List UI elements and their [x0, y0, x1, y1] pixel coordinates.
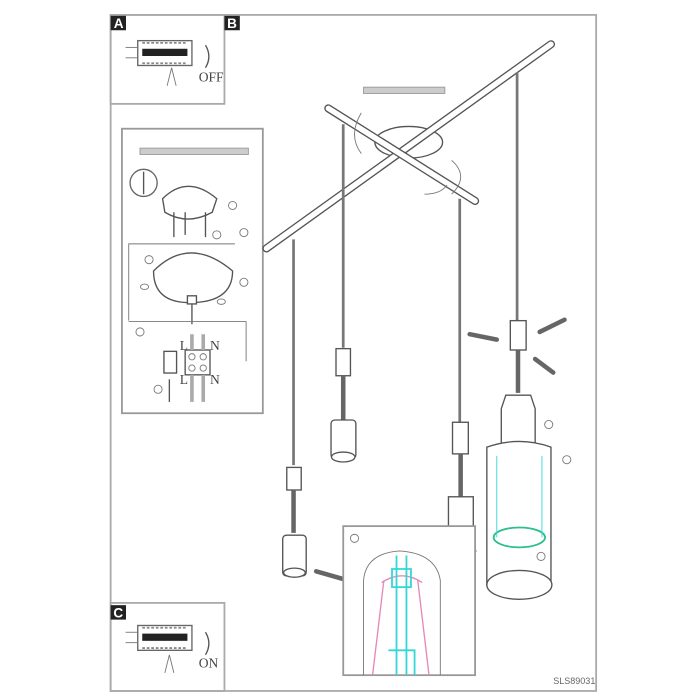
wire-label-neutral-bottom: N: [210, 372, 220, 387]
screwdriver-icon: [164, 654, 175, 674]
rotate-arrow-icon: [204, 44, 210, 69]
panel-c-label: C: [113, 605, 123, 620]
terminal-block-icon: [125, 39, 193, 67]
panel-a-switch-off: A OFF: [109, 13, 226, 105]
wire-label-live-top: L: [180, 338, 188, 353]
switch-on-text: ON: [199, 655, 219, 670]
inset-detail: [342, 525, 476, 677]
wire-label-neutral-top: N: [210, 338, 220, 353]
switch-off-text: OFF: [199, 69, 224, 84]
pendant-fixture: [262, 40, 572, 642]
terminal-block-wiring: [153, 334, 211, 402]
screwdriver-icon: [166, 67, 177, 86]
panel-a-label: A: [114, 16, 124, 31]
canopy-mounting-panel: L N L N: [121, 127, 264, 415]
wire-label-live-bottom: L: [180, 372, 188, 387]
panel-c-switch-on: C ON: [109, 602, 226, 692]
document-code: SLS89031: [553, 676, 595, 686]
terminal-block-icon: [125, 624, 193, 651]
rotate-arrow-icon: [204, 631, 210, 656]
page-frame: [109, 14, 598, 692]
panel-b-label: B: [227, 16, 237, 31]
